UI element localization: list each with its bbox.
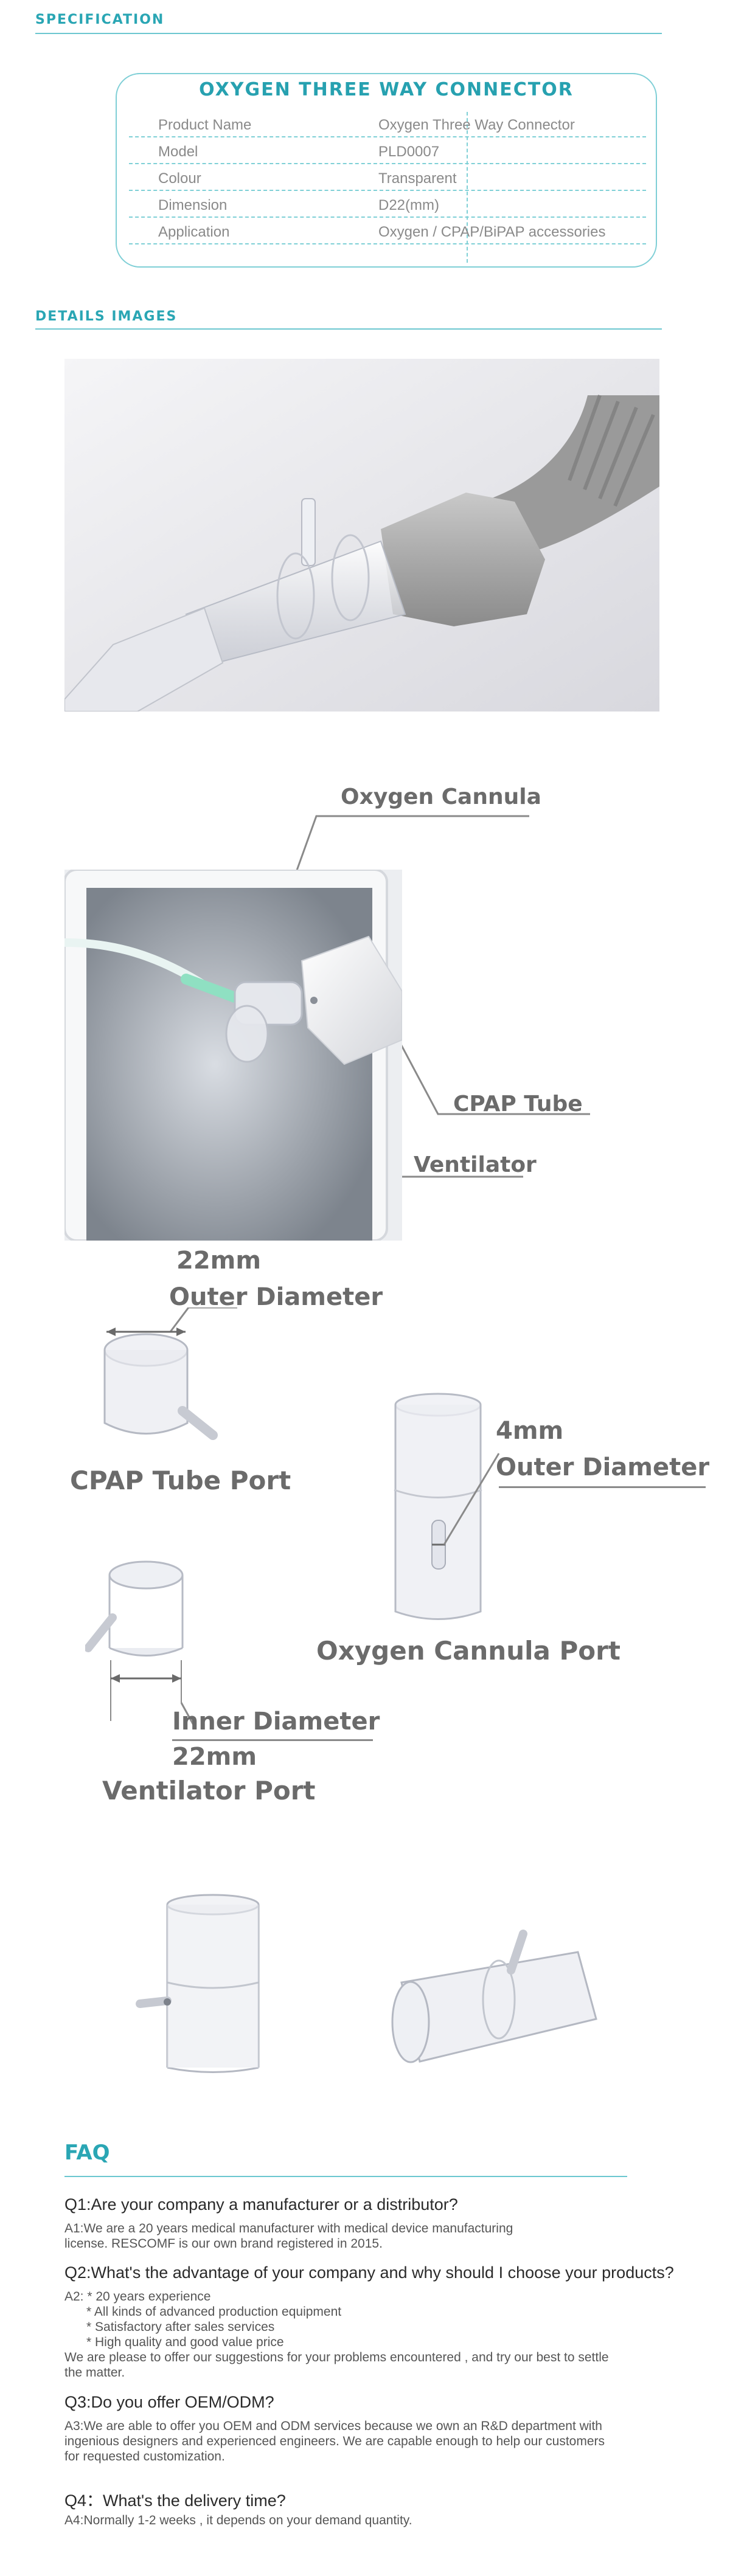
oxygen-port-outer-label: Outer Diameter <box>496 1453 710 1481</box>
spec-row: Model PLD0007 <box>129 137 646 164</box>
spec-row: Application Oxygen / CPAP/BiPAP accessor… <box>129 218 646 244</box>
details-divider <box>35 328 662 330</box>
spec-value: Oxygen Three Way Connector <box>378 117 575 133</box>
faq-answer-line: A1:We are a 20 years medical manufacture… <box>64 2221 513 2235</box>
faq-answer-line: A2: * 20 years experience <box>64 2290 211 2304</box>
specification-divider <box>35 33 662 34</box>
ventilator-port-inner-label: Inner Diameter <box>172 1708 380 1736</box>
spec-value: PLD0007 <box>378 144 440 160</box>
faq-answer-line: * High quality and good value price <box>86 2335 284 2349</box>
ventilator-port-underline <box>172 1739 373 1741</box>
spec-column-divider <box>467 112 468 263</box>
faq-answer-line: ingenious designers and experienced engi… <box>64 2434 605 2448</box>
spec-label: Product Name <box>158 117 252 133</box>
faq-question-2: Q2:What's the advantage of your company … <box>64 2263 674 2282</box>
connector-horizontal-image <box>391 1930 597 2063</box>
cpap-port-name: CPAP Tube Port <box>70 1466 291 1495</box>
ventilator-port-name: Ventilator Port <box>102 1776 316 1806</box>
faq-answer-line: A3:We are able to offer you OEM and ODM … <box>64 2419 602 2433</box>
spec-value: Transparent <box>378 170 457 187</box>
ventilator-connection-photo <box>64 870 402 1241</box>
oxygen-port-size: 4mm <box>496 1417 564 1445</box>
oxygen-port-underline <box>499 1486 706 1488</box>
spec-row: Product Name Oxygen Three Way Connector <box>129 111 646 137</box>
faq-answer-line: * All kinds of advanced production equip… <box>86 2305 342 2319</box>
faq-answer-4: A4:Normally 1-2 weeks , it depends on yo… <box>64 2513 412 2527</box>
callout-cpap-tube: CPAP Tube <box>453 1092 583 1117</box>
connector-closeup-photo <box>64 359 659 712</box>
callout-oxygen-cannula: Oxygen Cannula <box>341 784 541 809</box>
faq-answer-line: for requested customization. <box>64 2450 225 2463</box>
faq-answer-2: A2: * 20 years experience * All kinds of… <box>64 2289 609 2380</box>
spec-row: Dimension D22(mm) <box>129 191 646 218</box>
spec-value: D22(mm) <box>378 197 439 213</box>
oxygen-cannula-port-name: Oxygen Cannula Port <box>316 1636 620 1666</box>
spec-label: Dimension <box>158 197 228 213</box>
spec-card-title: OXYGEN THREE WAY CONNECTOR <box>199 79 574 100</box>
cpap-port-image <box>103 1307 237 1440</box>
faq-divider <box>64 2176 627 2177</box>
faq-question-4: Q4：What's the delivery time? <box>64 2491 286 2510</box>
connector-upright-image <box>136 1894 260 2073</box>
spec-card: OXYGEN THREE WAY CONNECTOR Product Name … <box>116 73 657 268</box>
faq-answer-3: A3:We are able to offer you OEM and ODM … <box>64 2418 605 2464</box>
faq-question-1: Q1:Are your company a manufacturer or a … <box>64 2195 458 2214</box>
spec-value: Oxygen / CPAP/BiPAP accessories <box>378 224 606 240</box>
ventilator-port-image <box>85 1560 196 1728</box>
faq-answer-1: A1:We are a 20 years medical manufacture… <box>64 2221 513 2251</box>
faq-answer-line: the matter. <box>64 2366 125 2380</box>
specification-heading: SPECIFICATION <box>35 12 165 27</box>
cpap-port-size: 22mm <box>176 1247 262 1275</box>
faq-answer-line: * Satisfactory after sales services <box>86 2320 275 2334</box>
ventilator-port-size: 22mm <box>172 1743 257 1771</box>
spec-label: Colour <box>158 170 201 187</box>
details-heading: DETAILS IMAGES <box>35 309 178 324</box>
faq-answer-line: We are please to offer our suggestions f… <box>64 2350 609 2364</box>
faq-question-3: Q3:Do you offer OEM/ODM? <box>64 2393 274 2411</box>
callout-ventilator: Ventilator <box>414 1152 537 1177</box>
spec-label: Application <box>158 224 230 240</box>
spec-row: Colour Transparent <box>129 164 646 191</box>
cpap-port-outer-label: Outer Diameter <box>169 1283 383 1311</box>
faq-answer-line: license. RESCOMF is our own brand regist… <box>64 2237 383 2251</box>
faq-heading: FAQ <box>64 2141 110 2165</box>
oxygen-cannula-port-image <box>394 1393 482 1620</box>
oxygen-port-leader <box>443 1453 500 1545</box>
spec-label: Model <box>158 144 198 160</box>
